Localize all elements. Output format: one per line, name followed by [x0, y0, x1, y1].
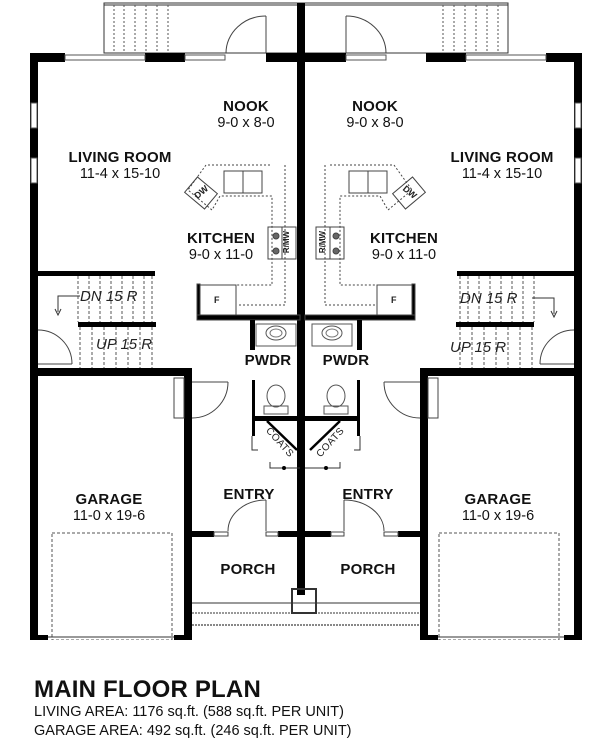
- stair-up-label-left: UP 15 R: [96, 336, 153, 353]
- room-pwdr-right: PWDR: [323, 353, 370, 368]
- room-pwdr-left: PWDR: [245, 353, 292, 368]
- fridge-label-right: F: [391, 295, 397, 305]
- room-dimensions: 9-0 x 8-0: [346, 115, 404, 131]
- room-porch-right: PORCH: [340, 562, 395, 577]
- exterior-walls: [30, 3, 582, 640]
- room-name: LIVING ROOM: [68, 149, 172, 166]
- room-name: GARAGE: [464, 491, 532, 508]
- room-dimensions: 11-0 x 19-6: [461, 508, 535, 524]
- room-living-left: LIVING ROOM 11-4 x 15-10: [68, 150, 171, 182]
- deck-stairs-right: [442, 5, 499, 53]
- range-microwave-label-left: R/MW: [282, 230, 292, 254]
- room-dimensions: 11-4 x 15-10: [461, 166, 543, 182]
- room-nook-right: NOOK 9-0 x 8-0: [346, 99, 403, 131]
- room-garage-left: GARAGE 11-0 x 19-6: [73, 492, 145, 524]
- windows: [30, 54, 582, 184]
- room-nook-left: NOOK 9-0 x 8-0: [217, 99, 274, 131]
- stair-down-label-right: DN 15 R: [460, 290, 518, 307]
- room-name: GARAGE: [75, 491, 143, 508]
- room-garage-right: GARAGE 11-0 x 19-6: [462, 492, 534, 524]
- stair-down-label-left: DN 15 R: [80, 288, 138, 305]
- garage-car-spaces: [51, 532, 560, 640]
- room-name: NOOK: [352, 98, 398, 115]
- room-living-right: LIVING ROOM 11-4 x 15-10: [450, 150, 553, 182]
- powder-right: [305, 320, 362, 470]
- room-name: NOOK: [223, 98, 269, 115]
- stair-left: [37, 271, 156, 368]
- room-name: PORCH: [340, 561, 396, 578]
- plan-title: MAIN FLOOR PLAN: [34, 676, 261, 703]
- garage-area-text: GARAGE AREA: 492 sq.ft. (246 sq.ft. PER …: [34, 722, 352, 739]
- plan-caption: MAIN FLOOR PLAN LIVING AREA: 1176 sq.ft.…: [34, 678, 352, 739]
- garage-bottom: [30, 635, 582, 640]
- powder-left: [250, 320, 300, 470]
- floor-plan-drawing: [30, 2, 582, 640]
- room-porch-left: PORCH: [220, 562, 275, 577]
- room-name: PWDR: [322, 352, 370, 369]
- entry-front: [192, 499, 420, 537]
- porch: [192, 588, 420, 626]
- room-dimensions: 11-4 x 15-10: [79, 166, 161, 182]
- room-dimensions: 9-0 x 11-0: [371, 247, 437, 263]
- room-kitchen-left: KITCHEN 9-0 x 11-0: [187, 231, 255, 263]
- room-name: LIVING ROOM: [450, 149, 554, 166]
- room-dimensions: 9-0 x 8-0: [217, 115, 275, 131]
- room-dimensions: 11-0 x 19-6: [72, 508, 146, 524]
- deck-outline: [103, 2, 509, 54]
- stair-up-label-right: UP 15 R: [450, 339, 507, 356]
- room-dimensions: 9-0 x 11-0: [188, 247, 254, 263]
- room-kitchen-right: KITCHEN 9-0 x 11-0: [370, 231, 438, 263]
- garage-doors-interior: [173, 377, 439, 419]
- room-name: ENTRY: [223, 486, 275, 503]
- room-name: KITCHEN: [186, 230, 256, 247]
- living-area-text: LIVING AREA: 1176 sq.ft. (588 sq.ft. PER…: [34, 704, 344, 720]
- room-name: PWDR: [244, 352, 292, 369]
- range-microwave-label-right: R/MW: [318, 230, 328, 254]
- room-name: KITCHEN: [369, 230, 439, 247]
- deck-stairs-left: [113, 5, 169, 53]
- room-name: ENTRY: [342, 486, 394, 503]
- kitchen-left: [183, 164, 301, 321]
- rear-doors: [225, 15, 387, 54]
- stair-right: [456, 271, 575, 368]
- room-entry-left: ENTRY: [223, 487, 274, 502]
- room-entry-right: ENTRY: [342, 487, 393, 502]
- room-name: PORCH: [220, 561, 276, 578]
- fridge-label-left: F: [214, 295, 220, 305]
